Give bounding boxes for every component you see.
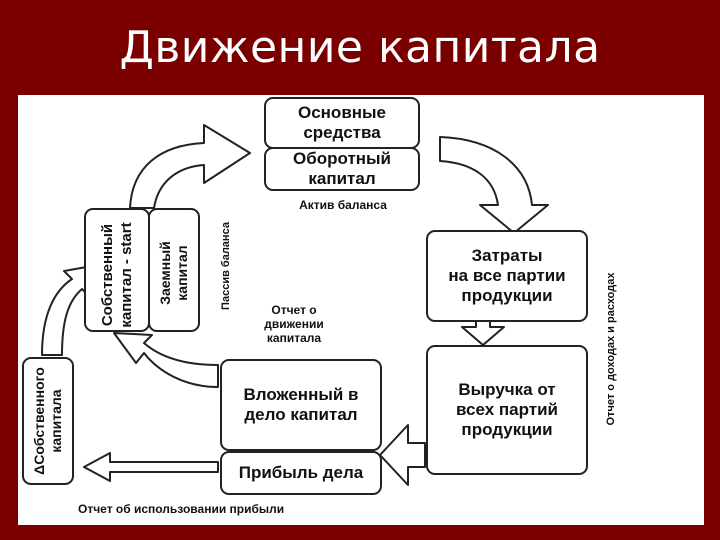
diagram-panel: Основные средства Оборотный капитал Акти… (18, 95, 704, 525)
capital-movement-report-label: Отчет о движении капитала (264, 303, 324, 345)
borrowed-capital-text: Заемный капитал (157, 241, 190, 305)
fixed-assets-box: Основные средства (264, 97, 420, 149)
business-profit-box: Прибыль дела (220, 451, 382, 495)
slide-title: Движение капитала (119, 22, 601, 73)
costs-box: Затраты на все партии продукции (426, 230, 588, 322)
arrow-revenue-to-profit (379, 424, 426, 486)
borrowed-capital-box (148, 208, 200, 332)
delta-own-capital-text: ΔСобственного капитала (31, 367, 64, 475)
arrow-profit-to-delta (83, 452, 219, 482)
balance-assets-label: Актив баланса (299, 198, 387, 212)
delta-own-capital-box (22, 357, 74, 485)
balance-liabilities-label: Пассив баланса (220, 222, 232, 310)
profit-use-report-label: Отчет об использовании прибыли (78, 502, 285, 516)
arrow-invested-to-capital (113, 332, 219, 388)
arrow-assets-to-costs (439, 136, 549, 234)
revenue-box: Выручка от всех партий продукции (426, 345, 588, 475)
own-capital-box (84, 208, 150, 332)
income-expense-report-label: Отчет о доходах и расходах (605, 272, 617, 426)
arrow-capital-to-assets (129, 124, 251, 209)
working-capital-box: Оборотный капитал (264, 147, 420, 191)
own-capital-text: Собственный капитал - start (99, 222, 135, 328)
invested-capital-box: Вложенный в дело капитал (220, 359, 382, 451)
